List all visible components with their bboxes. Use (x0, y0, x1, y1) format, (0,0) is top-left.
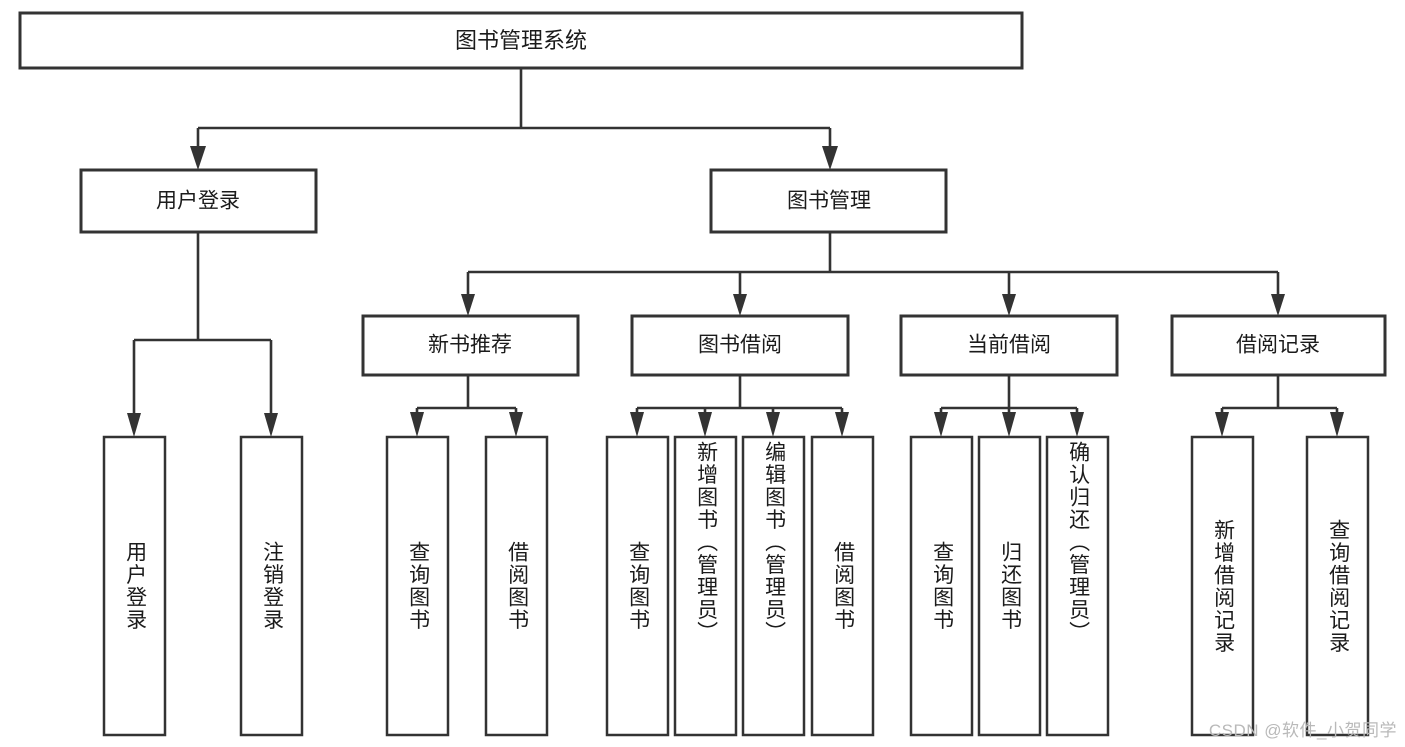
connector-bookmgmt-to-level3 (461, 232, 1285, 316)
node-borrow-record-label: 借阅记录 (1236, 334, 1320, 357)
connector-borrowrecord-to-leaves (1215, 375, 1344, 437)
connector-bookborrow-to-leaves (630, 375, 849, 437)
node-root[interactable]: 图书管理系统 (18, 11, 1024, 70)
node-current-borrow-box (899, 314, 1119, 377)
leaf-box-nb-borrow-book[interactable] (484, 435, 549, 737)
node-new-book-recommend-label: 新书推荐 (428, 334, 512, 357)
arrowhead-bb-leaf3 (766, 412, 780, 437)
node-book-management[interactable]: 图书管理 (709, 168, 948, 234)
leaf-box-logout[interactable] (239, 435, 304, 737)
arrowhead-new-book (461, 294, 475, 316)
node-book-borrow-label: 图书借阅 (698, 334, 782, 357)
node-root-box (18, 11, 1024, 70)
arrowhead-book-mgmt (822, 146, 838, 170)
arrowhead-leaf-logout (264, 413, 278, 437)
leaf-box-bb-query-book[interactable] (605, 435, 670, 737)
arrowhead-nb-leaf2 (509, 412, 523, 437)
arrowhead-current-borrow (1002, 294, 1016, 316)
node-root-label: 图书管理系统 (455, 28, 587, 53)
arrowhead-user-login (190, 146, 206, 170)
node-book-borrow-box (630, 314, 850, 377)
leaf-box-bb-add-book[interactable] (673, 435, 738, 737)
leaf-box-br-add-record[interactable] (1190, 435, 1255, 737)
leaf-box-cb-query-book[interactable] (909, 435, 974, 737)
connector-currentborrow-to-leaves (934, 375, 1084, 437)
arrowhead-cb-leaf3 (1070, 412, 1084, 437)
connector-root-to-level2 (190, 68, 838, 170)
arrowhead-cb-leaf2 (1002, 412, 1016, 437)
arrowhead-nb-leaf1 (410, 412, 424, 437)
connector-newbook-to-leaves (410, 375, 523, 437)
arrowhead-borrow-record (1271, 294, 1285, 316)
node-user-login-box (79, 168, 318, 234)
node-book-management-label: 图书管理 (787, 190, 871, 213)
node-current-borrow-label: 当前借阅 (967, 334, 1051, 357)
node-user-login-label: 用户登录 (156, 190, 240, 213)
arrowhead-br-leaf2 (1330, 412, 1344, 437)
arrowhead-leaf-user-login (127, 413, 141, 437)
leaf-box-user-login[interactable] (102, 435, 167, 737)
node-book-borrow[interactable]: 图书借阅 (630, 314, 850, 377)
node-new-book-recommend[interactable]: 新书推荐 (361, 314, 580, 377)
node-user-login[interactable]: 用户登录 (79, 168, 318, 234)
leaf-box-cb-return-book[interactable] (977, 435, 1042, 737)
node-borrow-record-box (1170, 314, 1387, 377)
connector-userlogin-to-leaves (127, 232, 278, 437)
leaf-box-bb-borrow-book[interactable] (810, 435, 875, 737)
leaf-box-br-query-record[interactable] (1305, 435, 1370, 737)
node-new-book-recommend-box (361, 314, 580, 377)
arrowhead-bb-leaf2 (698, 412, 712, 437)
arrowhead-cb-leaf1 (934, 412, 948, 437)
node-borrow-record[interactable]: 借阅记录 (1170, 314, 1387, 377)
leaf-box-cb-confirm-return[interactable] (1045, 435, 1110, 737)
arrowhead-bb-leaf1 (630, 412, 644, 437)
leaf-box-nb-query-book[interactable] (385, 435, 450, 737)
leaf-boxes (102, 435, 1370, 737)
node-current-borrow[interactable]: 当前借阅 (899, 314, 1119, 377)
arrowhead-book-borrow (733, 294, 747, 316)
csdn-watermark: CSDN @软件_小贺同学 (1208, 721, 1397, 740)
arrowhead-bb-leaf4 (835, 412, 849, 437)
node-book-management-box (709, 168, 948, 234)
arrowhead-br-leaf1 (1215, 412, 1229, 437)
leaf-box-bb-edit-book[interactable] (741, 435, 806, 737)
